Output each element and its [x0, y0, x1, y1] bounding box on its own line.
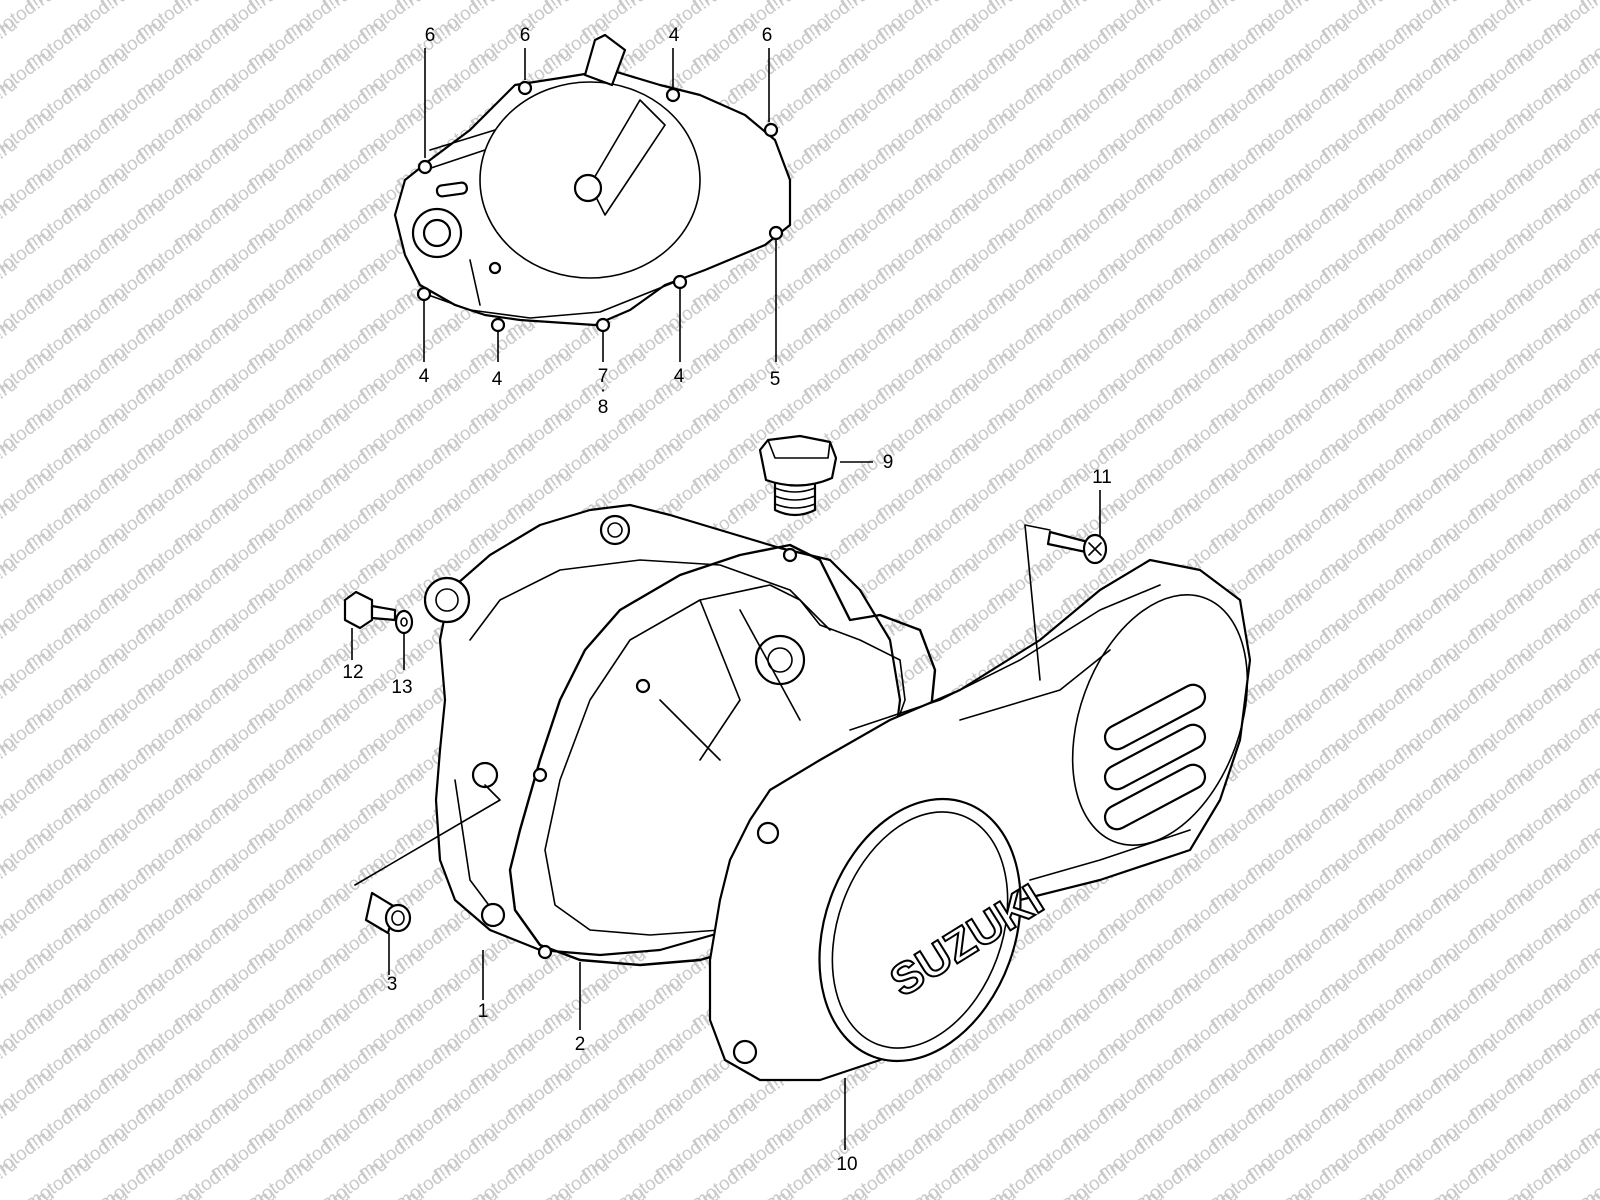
oil-seal-inner [422, 218, 452, 248]
bolt-hole [763, 122, 779, 138]
callout-6: 6 [425, 25, 436, 46]
lever-pivot [573, 173, 603, 203]
callout-6: 6 [520, 25, 531, 46]
callout-4: 4 [669, 25, 680, 46]
callout-3: 3 [387, 974, 398, 995]
bolt-hole [672, 274, 688, 290]
gasket-hole [635, 678, 651, 694]
mount-boss [423, 576, 471, 624]
callout-10: 10 [836, 1154, 857, 1175]
case-boss [471, 761, 499, 789]
washer-13 [394, 609, 414, 635]
callout-1: 1 [478, 1001, 489, 1022]
bolt-hole [665, 87, 681, 103]
callout-6: 6 [762, 25, 773, 46]
bolt-hole [490, 317, 506, 333]
callout-4: 4 [492, 369, 503, 390]
bolt-hole [417, 159, 433, 175]
callout-8: 8 [598, 397, 609, 418]
dowel-end [384, 903, 412, 933]
callout-4: 4 [674, 366, 685, 387]
dowel-boss [599, 514, 631, 546]
bolt-hole [416, 286, 432, 302]
cover-bolt-hole [756, 821, 780, 845]
cap-head [758, 434, 838, 487]
callout-9: 9 [883, 452, 894, 473]
bolt-hole [595, 317, 611, 333]
callout-13: 13 [391, 677, 412, 698]
case-boss [480, 902, 506, 928]
bolt-hole [517, 80, 533, 96]
gasket-hole [532, 767, 548, 783]
gasket-hole [782, 547, 798, 563]
callout-11: 11 [1092, 467, 1112, 488]
callout-5: 5 [770, 369, 781, 390]
callout-4: 4 [419, 366, 430, 387]
bolt-hole [488, 261, 502, 275]
callout-2: 2 [575, 1034, 586, 1055]
gasket-hole [537, 944, 553, 960]
bolt-head [343, 590, 374, 630]
shaft-boss [754, 634, 806, 686]
callout-12: 12 [342, 662, 363, 683]
bolt-hole [768, 225, 784, 241]
cover-bolt-hole [732, 1039, 758, 1065]
